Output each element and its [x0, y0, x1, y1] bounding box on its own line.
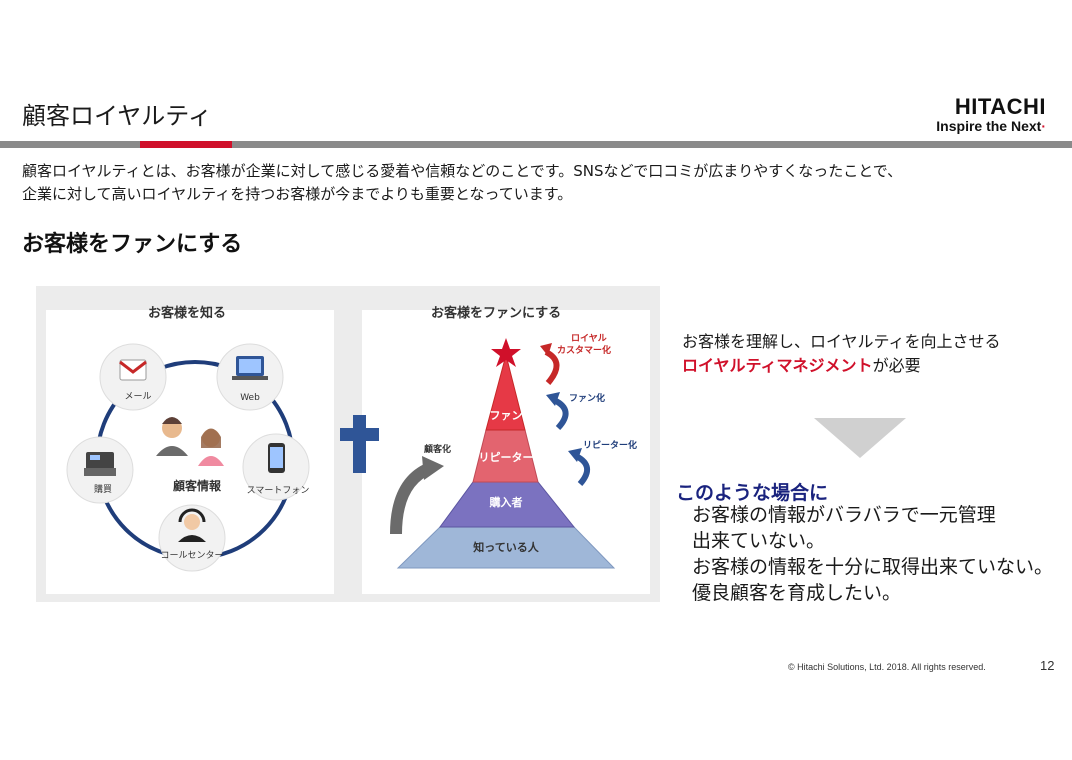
logo-wordmark: HITACHI	[954, 94, 1046, 119]
web-node: Web	[216, 343, 284, 411]
tier-fan-label: ファン	[490, 409, 523, 422]
case-item: お客様の情報を十分に取得出来ていない。	[692, 556, 1054, 578]
smartphone-node: スマートフォン	[242, 433, 310, 501]
repeater-label: リピーター化	[583, 439, 637, 451]
call-center-label: コールセンター	[160, 550, 223, 561]
purchase-node: 購買	[66, 436, 134, 504]
statement-line-2: ロイヤルティマネジメントが必要	[682, 356, 921, 375]
case-item: お客様の情報がバラバラで一元管理	[692, 504, 996, 526]
tier-aware-label: 知っている人	[472, 540, 539, 554]
case-item: 出来ていない。	[692, 530, 826, 552]
intro-line-2: 企業に対して高いロイヤルティを持つお客様が今までよりも重要となっています。	[22, 185, 573, 203]
intro-line-1: 顧客ロイヤルティとは、お客様が企業に対して感じる愛着や信頼などのことです。SNS…	[22, 162, 903, 180]
mail-icon	[119, 359, 147, 381]
management-statement: お客様を理解し、ロイヤルティを向上させる ロイヤルティマネジメントが必要	[682, 330, 1001, 378]
mail-label: メール	[124, 392, 151, 402]
page-number: 12	[1040, 658, 1055, 673]
case-heading: このような場合に	[676, 482, 829, 504]
customer-info-label: 顧客情報	[173, 478, 222, 493]
mail-node: メール	[99, 343, 167, 411]
tier-repeater-label: リピーター	[479, 451, 534, 464]
customers-icon	[156, 417, 224, 466]
pyramid-tier-top	[485, 353, 526, 431]
tier-buyer-label: 購入者	[489, 495, 523, 509]
repeater-arrow-icon	[574, 453, 590, 486]
purchase-label: 購買	[94, 483, 112, 495]
loyalty-pyramid	[396, 338, 616, 569]
plus-icon	[340, 415, 379, 473]
highlight-term: ロイヤルティマネジメント	[682, 356, 873, 375]
loyal-label-2: カスタマー化	[557, 344, 611, 356]
call-center-node: コールセンター	[158, 504, 226, 572]
web-label: Web	[240, 393, 260, 403]
statement-line-1: お客様を理解し、ロイヤルティを向上させる	[682, 332, 1001, 351]
loyal-label-1: ロイヤル	[571, 333, 607, 344]
header-rule-accent	[140, 141, 232, 148]
section-heading: お客様をファンにする	[22, 232, 243, 257]
fan-arrow-icon	[552, 397, 569, 431]
smartphone-label: スマートフォン	[247, 486, 310, 496]
intro-paragraph: 顧客ロイヤルティとは、お客様が企業に対して感じる愛着や信頼などのことです。SNS…	[22, 160, 1062, 206]
register-icon	[86, 452, 114, 470]
hitachi-logo: HITACHI Inspire the Next·	[936, 94, 1046, 135]
operator-icon	[184, 514, 200, 530]
copyright: © Hitachi Solutions, Ltd. 2018. All righ…	[788, 662, 986, 672]
fan-label: ファン化	[569, 392, 605, 404]
case-list: お客様の情報がバラバラで一元管理 出来ていない。 お客様の情報を十分に取得出来て…	[692, 502, 1053, 606]
slide-title: 顧客ロイヤルティ	[22, 102, 212, 130]
loyal-arrow-icon	[544, 349, 560, 385]
star-icon	[491, 338, 521, 367]
down-arrow-icon	[814, 418, 906, 458]
know-customer-title: お客様を知る	[148, 306, 227, 321]
customer-label: 顧客化	[424, 443, 451, 455]
header-rule	[0, 141, 1072, 148]
make-fan-title: お客様をファンにする	[431, 306, 562, 321]
logo-tagline: Inspire the Next·	[936, 118, 1046, 134]
case-item: 優良顧客を育成したい。	[692, 582, 902, 604]
